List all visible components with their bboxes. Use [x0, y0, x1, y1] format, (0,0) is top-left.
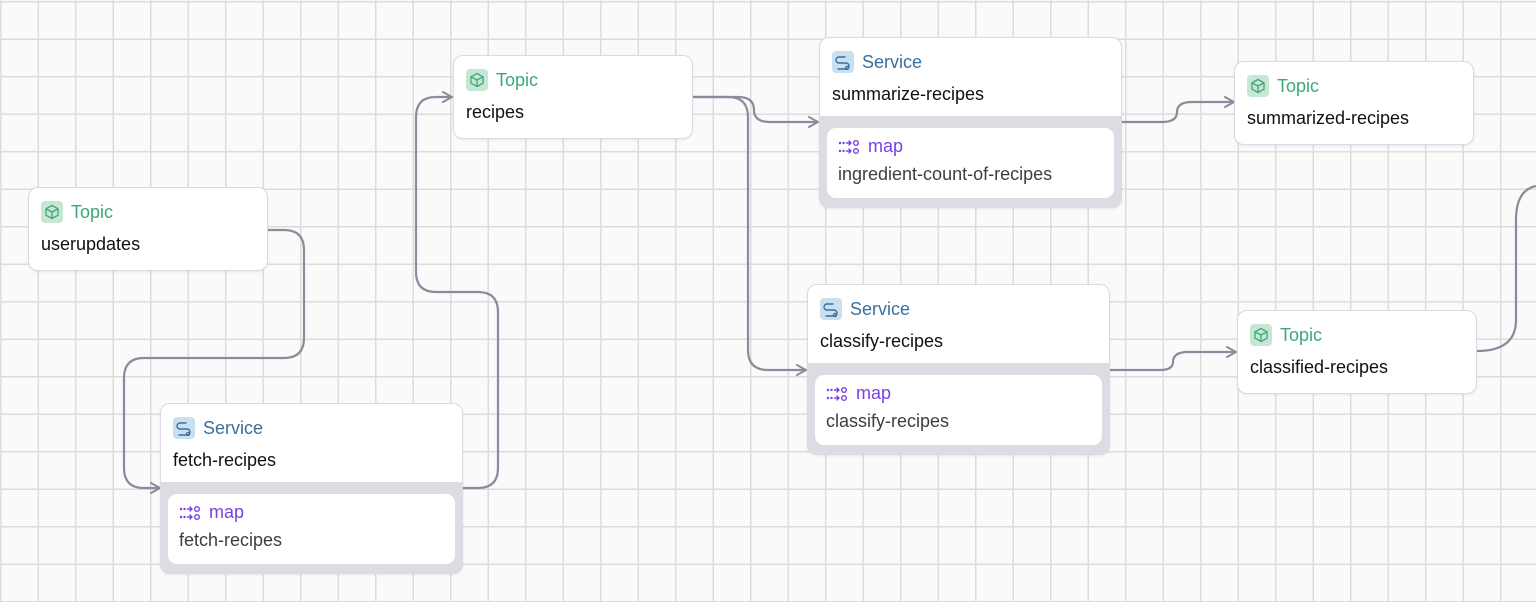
map-flow-icon — [179, 504, 201, 522]
cube-icon — [1247, 75, 1269, 97]
operator-name: fetch-recipes — [179, 530, 283, 550]
edge-recipes-to-classify-recipes — [692, 95, 807, 376]
service-header: Service summarize-recipes — [820, 38, 1121, 116]
topic-node-classified-recipes[interactable]: Topic classified-recipes — [1237, 310, 1477, 394]
edge-fetch-recipes-to-recipes — [414, 91, 500, 490]
node-kind-label: Service — [862, 51, 923, 72]
operator-type: map — [868, 136, 904, 156]
topic-node-recipes[interactable]: Topic recipes — [453, 55, 693, 139]
operator-name: ingredient-count-of-recipes — [838, 164, 1053, 184]
service-icon — [820, 298, 842, 320]
cube-icon — [466, 69, 488, 91]
node-kind-label: Topic — [71, 201, 114, 222]
node-kind-label: Service — [850, 298, 911, 319]
operator-type: map — [856, 383, 892, 403]
operator-name: classify-recipes — [826, 411, 950, 431]
node-title: recipes — [466, 102, 525, 122]
node-title: summarized-recipes — [1247, 108, 1410, 128]
node-kind-label: Topic — [1277, 75, 1320, 96]
node-title: classify-recipes — [820, 331, 944, 351]
map-flow-icon — [826, 385, 848, 403]
topic-node-summarized-recipes[interactable]: Topic summarized-recipes — [1234, 61, 1474, 145]
node-title: summarize-recipes — [832, 84, 985, 104]
node-title: classified-recipes — [1250, 357, 1389, 377]
operator-type: map — [209, 502, 245, 522]
edge-userupdates-to-fetch-recipes — [122, 228, 306, 494]
service-icon — [832, 51, 854, 73]
cube-icon — [1250, 324, 1272, 346]
operator-card[interactable]: map fetch-recipes — [168, 494, 455, 564]
service-icon — [173, 417, 195, 439]
cube-icon — [41, 201, 63, 223]
node-kind-label: Service — [203, 417, 264, 438]
node-kind-label: Topic — [496, 69, 539, 90]
node-title: fetch-recipes — [173, 450, 277, 470]
service-header: Service fetch-recipes — [161, 404, 462, 482]
node-kind-label: Topic — [1280, 324, 1323, 345]
edge-recipes-to-summarize-recipes — [692, 95, 819, 128]
edge-classify-recipes-to-classified-recipes — [1110, 346, 1237, 372]
edge-classified-recipes-outgoing — [1476, 184, 1536, 353]
service-node-classify-recipes[interactable]: Service classify-recipes map classify-re… — [807, 284, 1110, 455]
topic-node-userupdates[interactable]: Topic userupdates — [28, 187, 268, 271]
edge-summarize-recipes-to-summarized-recipes — [1122, 96, 1235, 124]
node-title: userupdates — [41, 234, 141, 254]
map-flow-icon — [838, 138, 860, 156]
operator-card[interactable]: map ingredient-count-of-recipes — [827, 128, 1114, 198]
service-header: Service classify-recipes — [808, 285, 1109, 363]
service-node-fetch-recipes[interactable]: Service fetch-recipes map fetch-recipes — [160, 403, 463, 574]
service-node-summarize-recipes[interactable]: Service summarize-recipes map ingredient… — [819, 37, 1122, 208]
operator-card[interactable]: map classify-recipes — [815, 375, 1102, 445]
